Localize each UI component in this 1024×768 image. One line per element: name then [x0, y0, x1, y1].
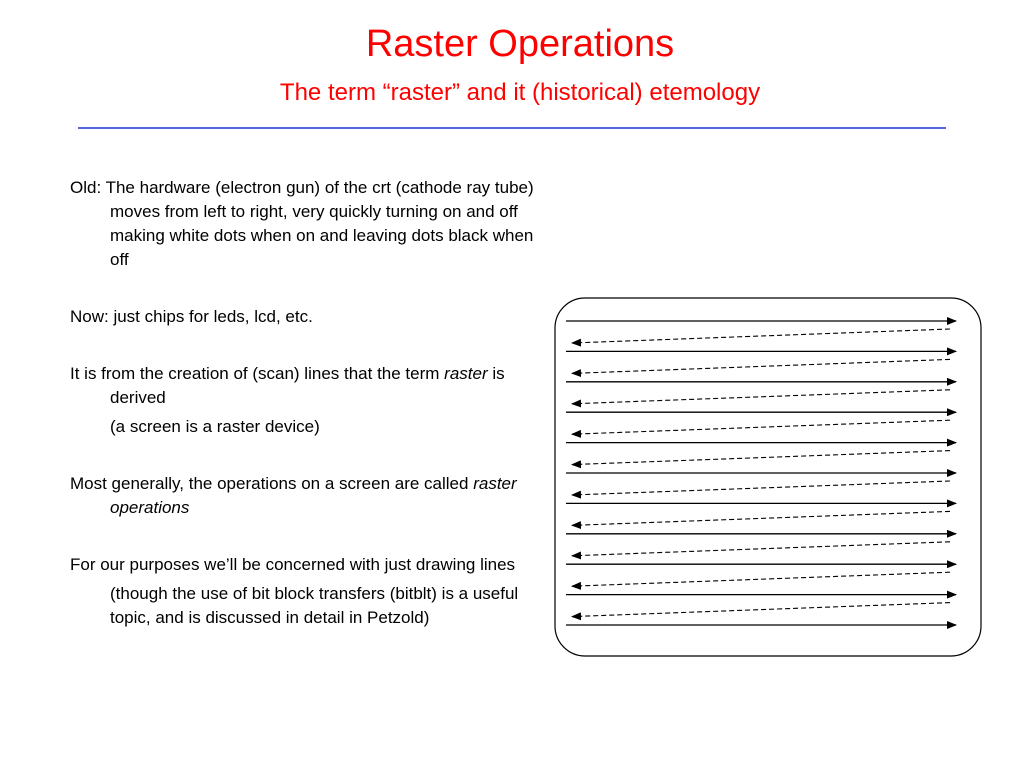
paragraph-operations: Most generally, the operations on a scre… — [70, 472, 540, 520]
retrace-line — [571, 419, 951, 438]
slide-subtitle: The term “raster” and it (historical) et… — [279, 79, 761, 106]
scan-text-post: is derived — [110, 364, 505, 407]
title-divider — [78, 127, 946, 129]
paragraph-purpose: For our purposes we’ll be concerned with… — [70, 555, 516, 574]
scan-text-pre: It is from the creation of (scan) lines … — [70, 364, 445, 383]
raster-scan-diagram — [554, 297, 982, 657]
raster-term: raster — [444, 364, 488, 383]
slide-title: Raster Operations — [365, 23, 675, 65]
retrace-line — [571, 358, 951, 378]
paragraph-screen-note: (a screen is a raster device) — [110, 417, 320, 436]
retrace-line — [571, 571, 951, 590]
raster-operations-term: raster operations — [110, 474, 517, 517]
screen-frame — [554, 297, 982, 657]
slide-body: Old: The hardware (electron gun) of the … — [70, 176, 540, 630]
paragraph-now: Now: just chips for leds, lcd, etc. — [70, 307, 313, 326]
retrace-line — [571, 541, 951, 560]
retrace-line — [571, 328, 951, 347]
scan-lines — [566, 317, 957, 629]
ops-text-pre: Most generally, the operations on a scre… — [70, 474, 474, 493]
retrace-line — [571, 602, 951, 621]
retrace-line — [571, 480, 951, 499]
paragraph-bitblt-note: (though the use of bit block transfers (… — [110, 584, 519, 627]
retrace-line — [571, 389, 951, 408]
retrace-line — [571, 450, 951, 469]
paragraph-scan-lines: It is from the creation of (scan) lines … — [70, 362, 540, 410]
retrace-line — [571, 510, 951, 530]
paragraph-old: Old: The hardware (electron gun) of the … — [70, 178, 534, 269]
